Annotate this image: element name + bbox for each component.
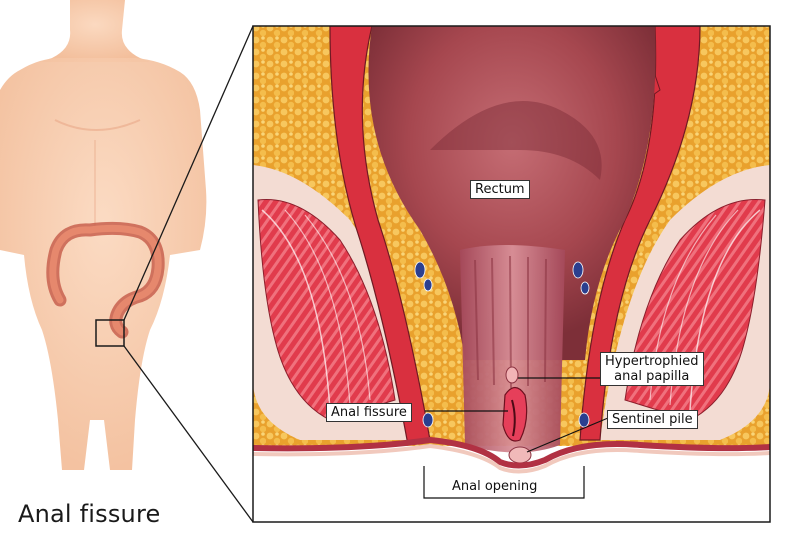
label-hypertrophied-line1: Hypertrophied [605, 354, 699, 369]
sentinel-pile-lesion [508, 446, 532, 464]
label-sentinel-pile: Sentinel pile [607, 410, 698, 429]
label-hypertrophied-papilla: Hypertrophied anal papilla [600, 352, 704, 386]
label-anal-fissure: Anal fissure [326, 403, 412, 422]
zoom-line-bottom [123, 345, 254, 523]
leader-sentinel-pile [526, 417, 609, 453]
cross-section-panel [253, 26, 770, 522]
human-torso-figure [0, 0, 207, 470]
leader-lines [423, 377, 609, 499]
label-hypertrophied-line2: anal papilla [614, 369, 690, 384]
colon-icon [46, 221, 165, 339]
panel-border [252, 25, 771, 523]
left-sphincter-muscle [253, 165, 420, 440]
anal-canal [460, 245, 565, 453]
perineal-skin-surface [253, 436, 770, 469]
anal-opening-bracket [423, 466, 585, 499]
label-rectum: Rectum [470, 180, 530, 199]
label-anal-opening: Anal opening [452, 479, 538, 494]
zoom-line-top [123, 25, 254, 321]
zoom-region-box [95, 319, 125, 347]
hypertrophied-papilla [505, 366, 519, 384]
figure-caption: Anal fissure [18, 500, 161, 528]
right-rectal-wall [579, 26, 701, 441]
